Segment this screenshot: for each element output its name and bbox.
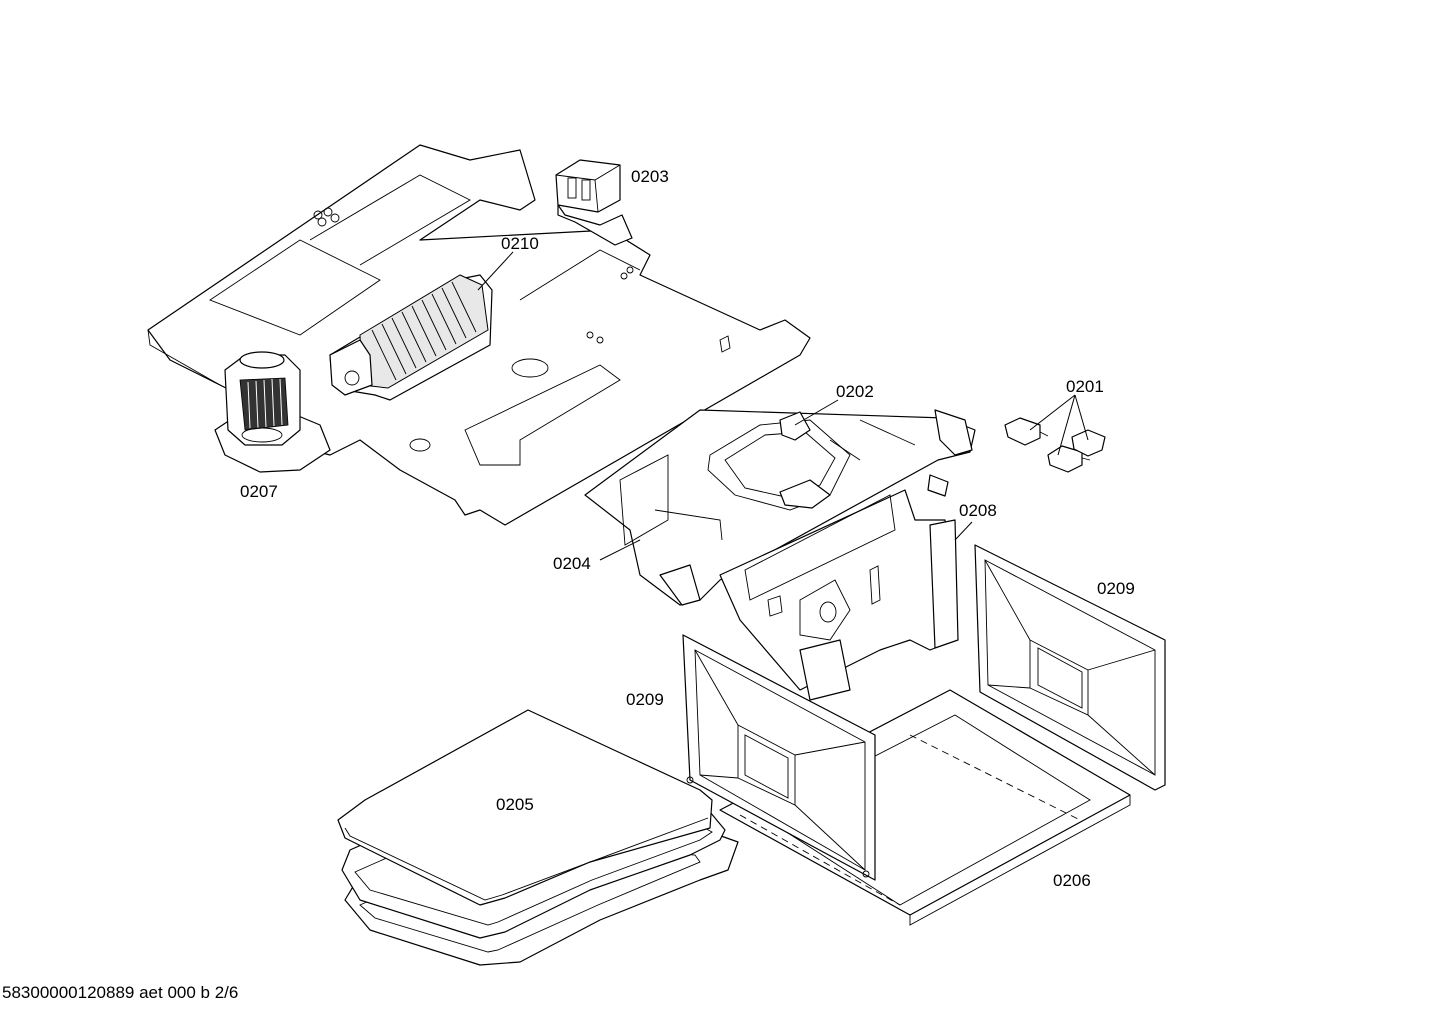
label-0204: 0204 [553, 554, 591, 573]
cavity-bottom [719, 689, 1131, 926]
label-0203: 0203 [631, 167, 669, 186]
part-labels: 0201 0202 0203 0204 0205 0206 0207 0208 … [240, 167, 1135, 890]
side-wall-right [974, 544, 1166, 791]
label-0207: 0207 [240, 482, 278, 501]
document-id: 58300000120889 aet 000 b 2/6 [2, 983, 238, 1002]
label-0201: 0201 [1066, 377, 1104, 396]
label-0208: 0208 [959, 501, 997, 520]
leader-lines [477, 251, 1089, 561]
label-0209-left: 0209 [626, 690, 664, 709]
label-0209-right: 0209 [1097, 579, 1135, 598]
cavity-back-wall [719, 489, 959, 701]
blower-motor [214, 351, 331, 473]
label-0210: 0210 [501, 234, 539, 253]
side-wall-left [682, 634, 876, 881]
label-0202: 0202 [836, 382, 874, 401]
crossflow-fan [329, 274, 493, 401]
door-switches [1004, 417, 1106, 473]
transformer [555, 159, 633, 246]
door-seal-gasket [337, 709, 739, 966]
label-0206: 0206 [1053, 871, 1091, 890]
cavity-top-frame [584, 409, 976, 606]
label-0205: 0205 [496, 795, 534, 814]
